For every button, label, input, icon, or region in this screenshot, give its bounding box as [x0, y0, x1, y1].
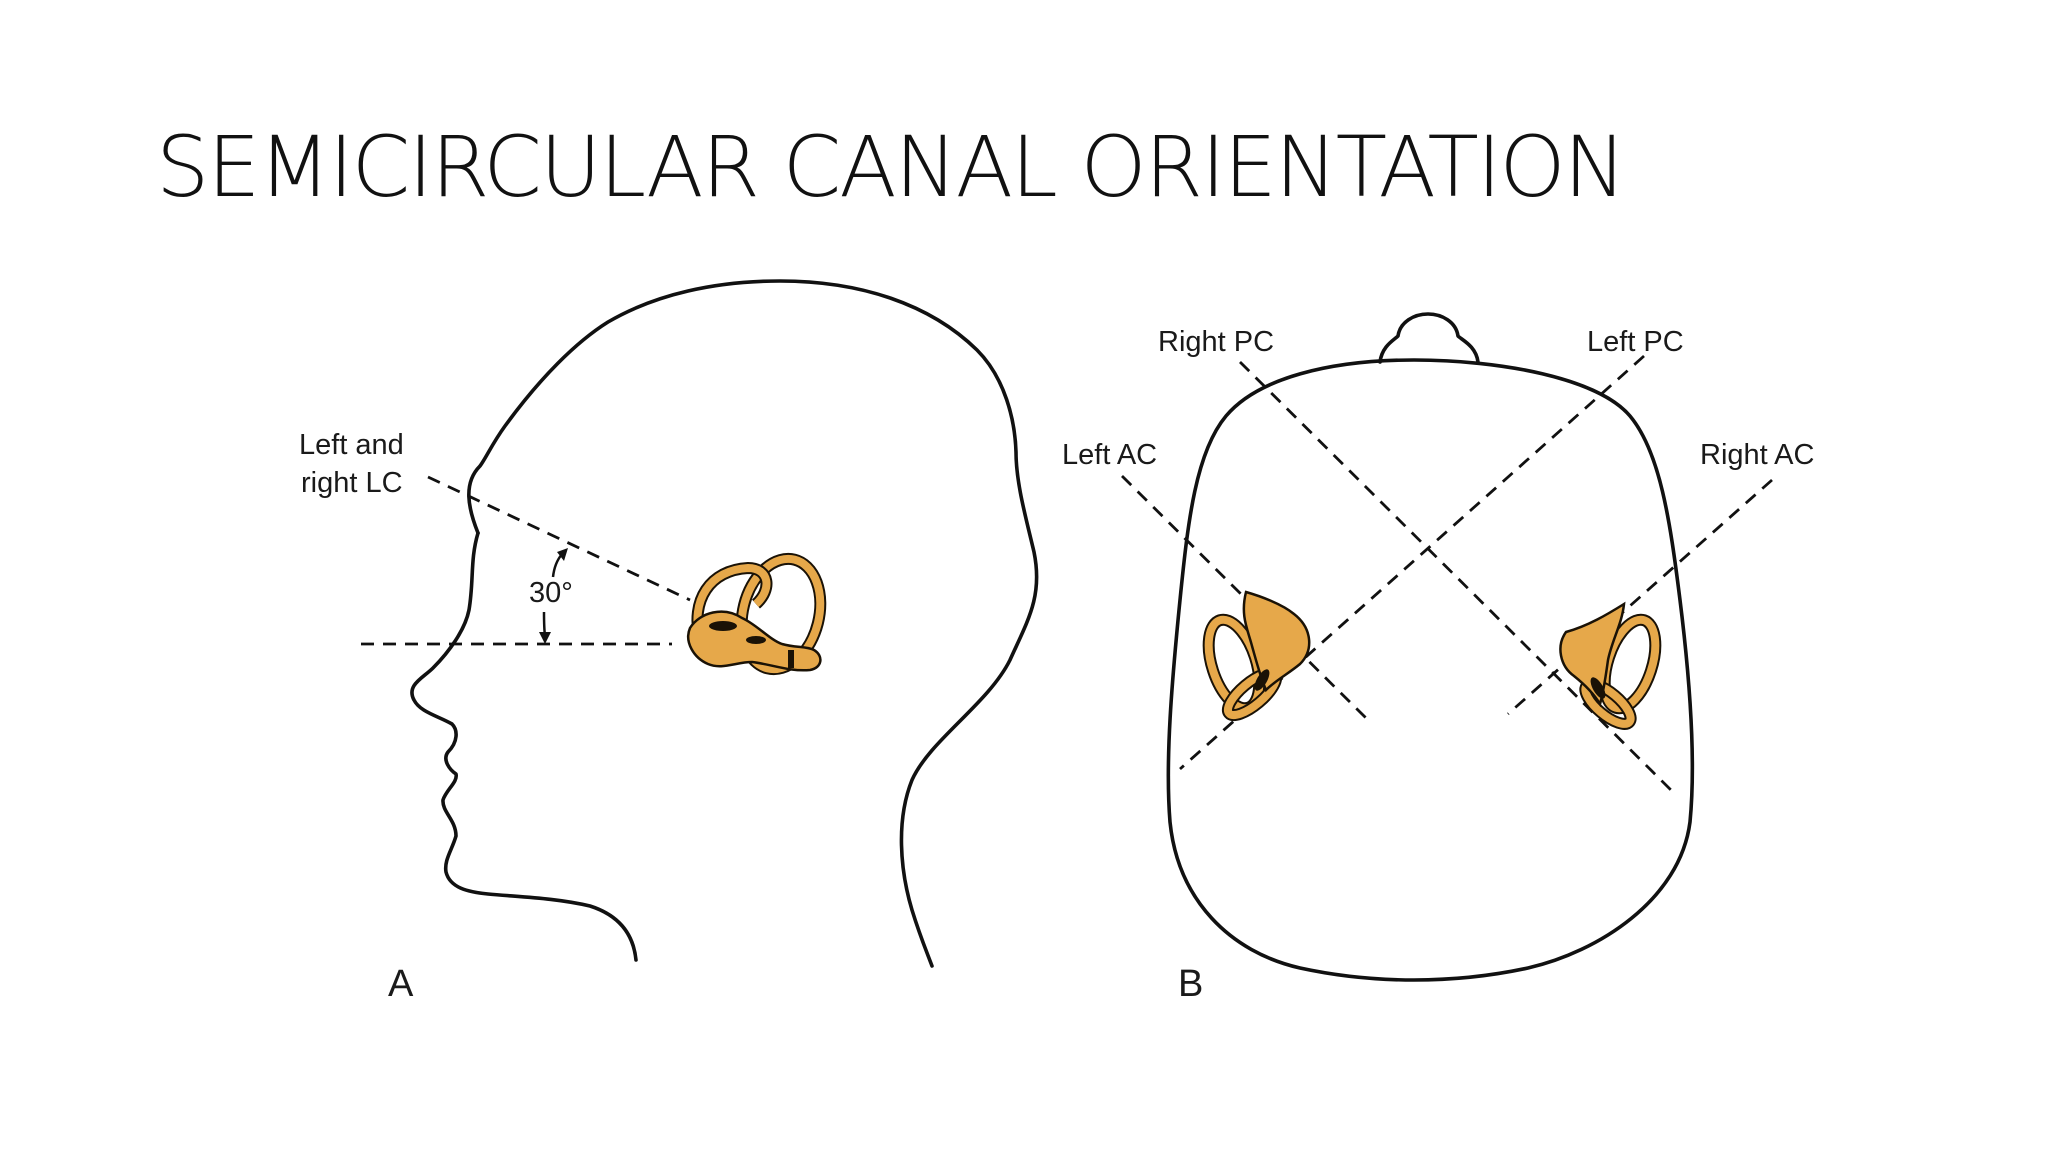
labyrinth-side-view	[687, 552, 827, 676]
right-pc-label: Right PC	[1158, 326, 1274, 358]
angle-arrowhead-lower-icon	[539, 632, 551, 644]
slide-title: SEMICIRCULAR CANAL ORIENTATION	[156, 118, 1626, 216]
lc-plane-line	[427, 475, 691, 602]
left-ac-plane-line	[1121, 475, 1369, 721]
angle-arc-upper	[551, 553, 563, 578]
angle-label: 30°	[529, 577, 573, 609]
skull-top-outline	[1166, 358, 1695, 982]
head-skull-outline	[467, 279, 1039, 968]
lc-label-line1: Left and	[299, 429, 404, 461]
face-profile-outline	[410, 531, 638, 962]
right-ac-plane-line	[1507, 478, 1773, 716]
angle-arrowhead-upper-icon	[557, 548, 568, 561]
labyrinth-left-top-view	[1202, 590, 1311, 722]
panel-a-side-view: Left and right LC 30° A	[299, 279, 1039, 1005]
right-pc-plane-line	[1239, 361, 1675, 794]
left-ac-label: Left AC	[1062, 439, 1157, 471]
left-pc-label: Left PC	[1587, 326, 1684, 358]
labyrinth-right-top-view	[1559, 601, 1662, 730]
right-ac-label: Right AC	[1700, 439, 1814, 471]
panel-b-label: B	[1178, 963, 1203, 1005]
panel-a-label: A	[388, 963, 414, 1005]
panel-b-top-view: Right PC Left PC Left AC Right AC B	[1062, 312, 1814, 1005]
nose-outline	[1378, 312, 1480, 364]
lc-label-line2: right LC	[301, 467, 403, 499]
